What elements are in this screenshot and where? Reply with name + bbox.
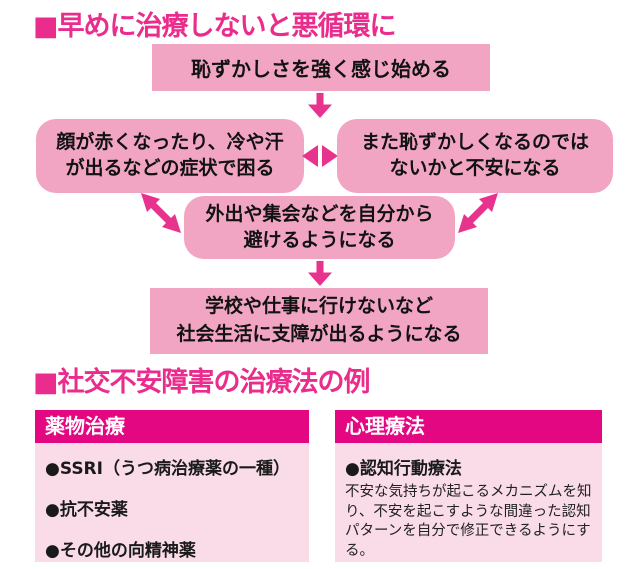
flow-box-symptoms: 顔が赤くなったり、冷や汗 が出るなどの症状で困る: [36, 119, 304, 193]
psychotherapy-body: ●認知行動療法 不安な気持ちが起こるメカニズムを知り、不安を起こすような間違った…: [335, 443, 602, 562]
arrow-diagonal-double-left-icon: [141, 193, 181, 233]
list-item: ●SSRI（うつ病治療薬の一種）: [45, 459, 290, 479]
psychotherapy-method-title: ●認知行動療法: [345, 459, 462, 479]
list-item: ●抗不安薬: [45, 500, 128, 520]
psychotherapy-description: 不安な気持ちが起こるメカニズムを知り、不安を起こすような間違った認知パターンを自…: [345, 484, 592, 560]
list-item: ●その他の向精神薬: [45, 541, 196, 561]
arrow-diagonal-double-right-icon: [458, 193, 498, 233]
drug-therapy-column: 薬物治療 ●SSRI（うつ病治療薬の一種） ●抗不安薬 ●その他の向精神薬: [35, 410, 309, 562]
drug-therapy-header: 薬物治療: [35, 410, 309, 443]
psychotherapy-header: 心理療法: [335, 410, 602, 443]
psychotherapy-column: 心理療法 ●認知行動療法 不安な気持ちが起こるメカニズムを知り、不安を起こすよう…: [335, 410, 602, 562]
flow-box-start: 恥ずかしさを強く感じ始める: [152, 44, 490, 91]
arrow-down-icon: [308, 93, 332, 118]
section1-title: ■早めに治療しないと悪循環に: [33, 11, 397, 42]
section2-title: ■社交不安障害の治療法の例: [33, 367, 371, 398]
drug-therapy-body: ●SSRI（うつ病治療薬の一種） ●抗不安薬 ●その他の向精神薬: [35, 443, 309, 562]
flow-box-impairment: 学校や仕事に行けないなど 社会生活に支障が出るようになる: [150, 288, 488, 354]
flow-box-avoidance: 外出や集会などを自分から 避けるようになる: [184, 196, 455, 259]
arrow-left-right-icon: [302, 145, 338, 167]
flow-box-worry: また恥ずかしくなるのでは ないかと不安になる: [337, 119, 613, 193]
arrow-down-icon: [308, 261, 332, 286]
